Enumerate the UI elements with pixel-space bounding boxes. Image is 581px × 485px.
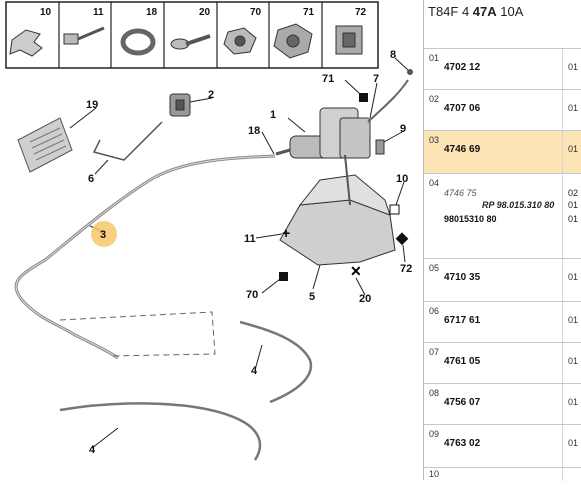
part-qty: 01 [567,103,578,113]
row-index: 02 [429,94,440,104]
part-ref-rp[interactable]: RP 98.015.310 80 [482,200,555,210]
header-prefix: T84F 4 [428,4,473,19]
callout-1[interactable]: 1 [270,109,276,121]
thumb-label-18[interactable]: 18 [146,7,158,18]
part-row[interactable]: 04 4746 75 RP 98.015.310 80 98015310 80 … [424,173,581,258]
part-ref[interactable]: 6717 61 [444,315,481,326]
callout-70[interactable]: 70 [246,289,258,301]
callout-19[interactable]: 19 [86,99,98,111]
marker-70 [279,272,288,281]
part-row[interactable]: 05 4710 35 01 [424,258,581,301]
callout-8[interactable]: 8 [390,49,396,61]
callout-3[interactable]: 3 [100,229,106,241]
spacer-icon[interactable] [335,25,363,55]
part-ref-alt[interactable]: 4746 75 [444,188,477,198]
part-ref[interactable]: 4707 06 [444,103,481,114]
part-ref[interactable]: 4702 12 [444,62,481,73]
part-qty: 01 [567,438,578,448]
pin-part[interactable] [375,139,385,155]
callout-6[interactable]: 6 [88,173,94,185]
row-index: 09 [429,429,440,439]
callout-4-upper[interactable]: 4 [251,365,258,377]
part-row[interactable]: 06 6717 61 01 [424,301,581,342]
part-row[interactable]: 08 4756 07 01 [424,383,581,424]
thumb-label-72[interactable]: 72 [355,7,367,18]
callout-7[interactable]: 7 [373,73,379,85]
marker-20: ✕ [350,263,362,279]
part-row[interactable]: 02 4707 06 01 [424,89,581,130]
header-bold: 47A [472,4,497,19]
thumbnail-strip [5,1,379,69]
part-row[interactable]: 07 4761 05 01 [424,342,581,383]
row-index: 07 [429,347,440,357]
part-qty: 01 [567,144,578,154]
bracket-part[interactable] [279,154,396,266]
clip-icon[interactable] [9,29,43,57]
part-row-selected[interactable]: 03 4746 69 01 [424,130,581,173]
part-ref[interactable]: 4746 69 [444,144,481,155]
marker-10 [389,204,400,215]
part-row[interactable]: 10 [424,467,581,481]
callout-11[interactable]: 11 [244,233,256,245]
callout-71[interactable]: 71 [322,73,334,85]
row-index: 08 [429,388,440,398]
part-ref[interactable]: 4761 05 [444,356,481,367]
screw-icon[interactable] [63,26,105,45]
callout-9[interactable]: 9 [400,123,406,135]
diagram-svg: 10 11 18 20 70 71 72 [5,1,413,461]
secondary-cable-upper[interactable] [239,320,313,404]
label-sticker[interactable] [17,117,73,173]
part-qty: 01 [567,356,578,366]
cable-short[interactable] [367,79,409,123]
part-ref[interactable]: 4756 07 [444,397,481,408]
thumb-label-11[interactable]: 11 [93,7,104,18]
bolt-icon[interactable] [170,34,211,50]
row-index: 03 [429,135,440,145]
exploded-diagram: 10 11 18 20 70 71 72 [5,1,413,461]
row-index: 10 [429,469,440,479]
marker-11: + [282,225,290,241]
part-qty: 01 [567,397,578,407]
part-ref[interactable]: 4763 02 [444,438,481,449]
callout-18[interactable]: 18 [248,125,260,137]
row-index: 06 [429,306,440,316]
marker-72 [395,232,409,246]
row-index: 01 [429,53,440,63]
cable-clip-part[interactable] [169,93,191,117]
secondary-cable-lower[interactable] [59,402,262,461]
part-row[interactable]: 09 4763 02 01 [424,424,581,467]
actuator-part[interactable] [275,107,371,159]
row-index: 05 [429,263,440,273]
part-qty: 02 [567,188,578,198]
flange-nut-icon[interactable] [273,23,313,59]
marker-71 [359,93,368,102]
part-ref[interactable]: 4710 35 [444,272,481,283]
diagram-reference: T84F 4 47A 10A [428,4,523,19]
nut-icon[interactable] [223,27,257,55]
parts-panel: T84F 4 47A 10A 01 4702 12 01 02 4707 06 … [423,0,581,481]
part-qty: 01 [567,200,578,210]
callout-10[interactable]: 10 [396,173,408,185]
callout-5[interactable]: 5 [309,291,315,303]
part-ref-new[interactable]: 98015310 80 [444,214,497,224]
part-qty: 01 [567,272,578,282]
header-suffix: 10A [496,4,524,19]
part-qty: 01 [567,62,578,72]
callout-72[interactable]: 72 [400,263,412,275]
part-qty: 01 [567,214,578,224]
thumb-label-71[interactable]: 71 [303,7,315,18]
callout-20[interactable]: 20 [359,293,371,305]
rod-part[interactable] [92,121,163,161]
thumb-label-10[interactable]: 10 [40,7,52,18]
thumb-label-70[interactable]: 70 [250,7,262,18]
ring-icon[interactable] [120,28,156,56]
part-qty: 01 [567,315,578,325]
callout-2[interactable]: 2 [208,89,214,101]
part-row[interactable]: 01 4702 12 01 [424,48,581,89]
callout-highlight [91,221,117,247]
row-index: 04 [429,178,440,188]
callout-4-lower[interactable]: 4 [89,444,96,456]
cable-main[interactable] [14,154,276,360]
thumb-label-20[interactable]: 20 [199,7,211,18]
